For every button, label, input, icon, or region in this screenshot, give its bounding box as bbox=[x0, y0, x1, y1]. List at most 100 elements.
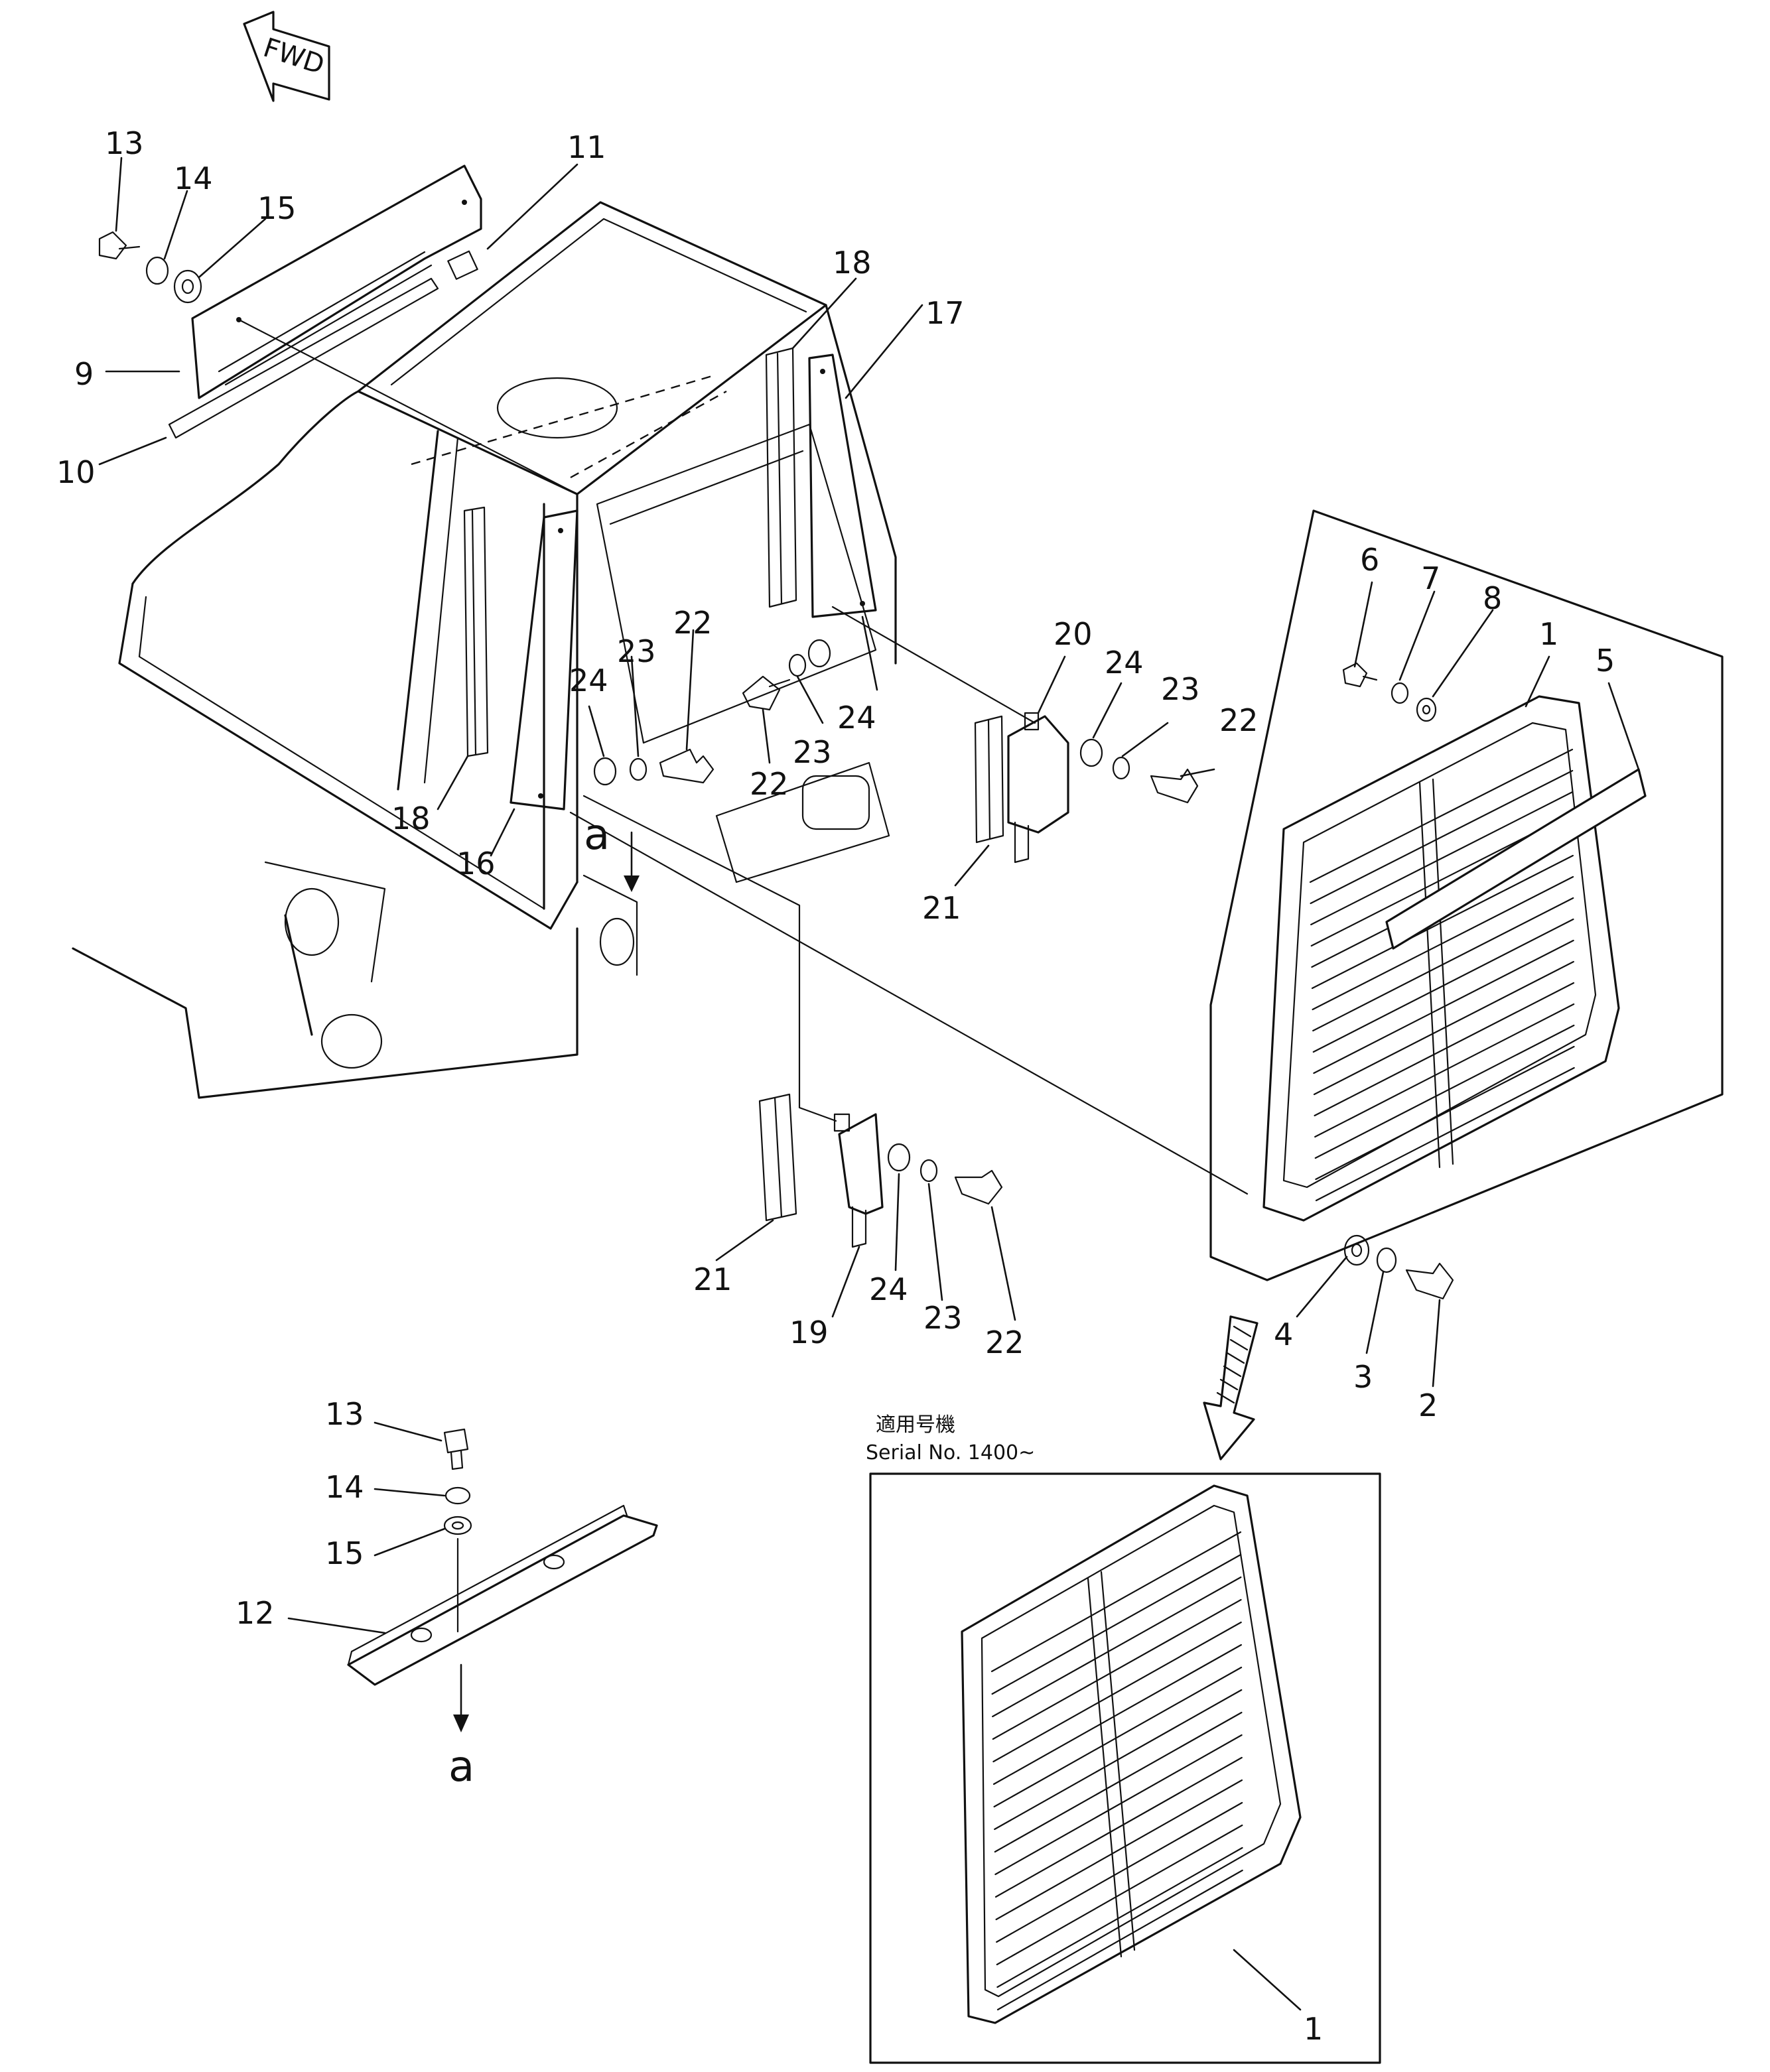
louver-slat bbox=[992, 1621, 1242, 1763]
louver-slat bbox=[1315, 1067, 1575, 1202]
louver-slat bbox=[992, 1576, 1242, 1718]
callout-8: 8 bbox=[1483, 580, 1502, 616]
callout-23-mid: 23 bbox=[793, 734, 832, 770]
spring-washer-14-lower bbox=[444, 1486, 471, 1505]
callout-23-left: 23 bbox=[617, 633, 656, 669]
callout-17: 17 bbox=[925, 295, 965, 331]
louver-slat bbox=[994, 1734, 1243, 1876]
spring-washer-23-mid bbox=[788, 653, 807, 677]
callout-9: 9 bbox=[74, 356, 94, 392]
fastener-set-mid bbox=[742, 639, 831, 711]
alignment-line-20 bbox=[831, 606, 1036, 724]
fastener-set-right bbox=[1079, 738, 1199, 804]
trim-16 bbox=[510, 509, 579, 810]
callout-22-right: 22 bbox=[1219, 702, 1259, 738]
handle-5 bbox=[1385, 768, 1647, 950]
washer-24-mid bbox=[807, 639, 831, 668]
callout-3: 3 bbox=[1353, 1359, 1373, 1395]
bracket-12 bbox=[347, 1504, 658, 1686]
louver-slat bbox=[1314, 1024, 1575, 1159]
callout-15-lower: 15 bbox=[325, 1535, 364, 1571]
callout-20: 20 bbox=[1054, 616, 1093, 652]
spring-washer-14-top bbox=[145, 256, 169, 285]
louver-slat bbox=[1314, 1003, 1575, 1138]
seal-18-right bbox=[765, 347, 797, 608]
spring-washer-3 bbox=[1376, 1247, 1397, 1273]
louver-slat bbox=[991, 1553, 1242, 1695]
spring-washer-23-right bbox=[1112, 756, 1130, 780]
washer-15-lower bbox=[443, 1516, 472, 1535]
louver-slat bbox=[996, 1846, 1243, 1988]
alignment-line-9 bbox=[238, 318, 579, 495]
detail-arrow-icon bbox=[1203, 1315, 1259, 1460]
callout-1-detail: 1 bbox=[1304, 2011, 1323, 2047]
cab-body bbox=[72, 201, 897, 1099]
louver-slat bbox=[993, 1666, 1243, 1808]
bolt-22 bbox=[659, 748, 715, 784]
louver-slat bbox=[996, 1824, 1243, 1966]
callout-22-mid: 22 bbox=[750, 766, 789, 802]
callout-14-top: 14 bbox=[174, 161, 213, 196]
callout-18-left: 18 bbox=[391, 801, 431, 836]
bolt-22-lower bbox=[954, 1169, 1003, 1205]
callout-7: 7 bbox=[1421, 560, 1440, 596]
callout-24-right: 24 bbox=[1105, 645, 1144, 680]
leader-lines bbox=[98, 157, 1640, 2011]
view-marker-a-upper: a bbox=[584, 810, 610, 860]
callout-24-mid: 24 bbox=[837, 700, 876, 736]
grille-1-detail bbox=[961, 1484, 1302, 2024]
callout-5: 5 bbox=[1596, 643, 1615, 679]
trim-17 bbox=[808, 354, 877, 618]
clip-11 bbox=[447, 250, 478, 280]
callout-6: 6 bbox=[1360, 542, 1379, 578]
grille-1 bbox=[1262, 695, 1620, 1222]
fastener-set-left bbox=[593, 748, 715, 786]
louver-slat bbox=[1312, 875, 1574, 1011]
bolt-13-lower bbox=[443, 1428, 469, 1470]
callout-12: 12 bbox=[236, 1595, 275, 1631]
callout-21-upper: 21 bbox=[922, 890, 961, 926]
callout-4: 4 bbox=[1274, 1317, 1293, 1352]
bolt-22-mid bbox=[742, 675, 781, 711]
seal-10 bbox=[168, 277, 439, 439]
louver-slat bbox=[994, 1711, 1243, 1853]
louver-slat bbox=[1313, 939, 1574, 1074]
fastener-set-lower bbox=[887, 1143, 1003, 1205]
callout-15-top: 15 bbox=[257, 190, 297, 226]
callout-22-left: 22 bbox=[673, 605, 713, 641]
washer-24-right bbox=[1079, 738, 1103, 767]
louver-slat bbox=[990, 1531, 1242, 1673]
seal-21-upper bbox=[974, 715, 1004, 844]
louver-slat bbox=[1315, 1045, 1575, 1181]
callout-23-lower: 23 bbox=[923, 1300, 963, 1336]
callout-2: 2 bbox=[1418, 1388, 1438, 1423]
callout-24-lower: 24 bbox=[869, 1271, 908, 1307]
hinge-19 bbox=[833, 1113, 884, 1248]
bolt-6 bbox=[1342, 662, 1378, 688]
louver-slat bbox=[1309, 748, 1574, 883]
serial-note-jp: 適用号機 bbox=[876, 1413, 955, 1437]
panel-9 bbox=[191, 164, 482, 399]
callout-22-lower: 22 bbox=[985, 1325, 1024, 1360]
louver-slat bbox=[996, 1801, 1243, 1943]
seal-18-left bbox=[463, 506, 489, 757]
louver-slat bbox=[995, 1779, 1243, 1921]
callout-1: 1 bbox=[1539, 616, 1558, 652]
alignment-line-grille bbox=[569, 811, 1249, 1195]
callout-23-right: 23 bbox=[1161, 671, 1200, 707]
spring-washer-7 bbox=[1391, 682, 1409, 704]
callout-labels: 13 14 15 11 9 10 18 17 18 16 22 23 24 22… bbox=[56, 125, 1615, 2047]
washer-24-lower bbox=[887, 1143, 911, 1172]
spring-washer-23 bbox=[629, 757, 647, 781]
louver-slat bbox=[994, 1756, 1243, 1898]
callout-11: 11 bbox=[567, 129, 606, 165]
callout-16: 16 bbox=[456, 846, 496, 881]
serial-note-number: Serial No. 1400~ bbox=[866, 1441, 1035, 1464]
louver-slat bbox=[1313, 960, 1574, 1096]
grille-backing-plate bbox=[1209, 509, 1724, 1281]
louver-slat bbox=[992, 1644, 1242, 1785]
spring-washer-23-lower bbox=[919, 1159, 938, 1183]
louver-slat bbox=[992, 1598, 1242, 1740]
